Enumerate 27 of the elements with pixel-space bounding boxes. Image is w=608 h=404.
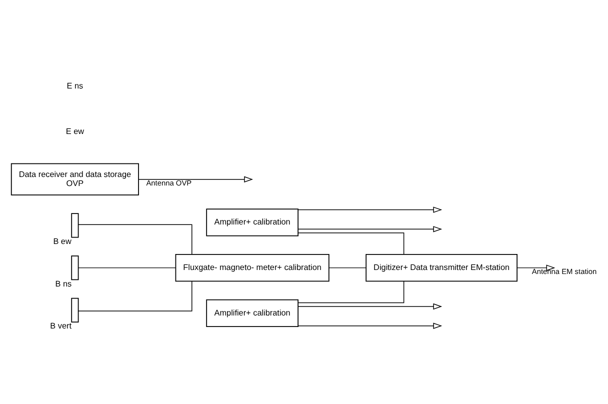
node-box: Amplifier+ calibration [206,299,298,327]
node-box: Data receiver and data storage OVP [10,163,139,196]
connector [298,280,404,304]
arrow [516,264,556,271]
node-label: B ew [53,236,72,246]
arrow [298,303,442,310]
node-label: B ns [55,279,72,288]
arrow [298,206,442,213]
node-box: Digitizer+ Data transmitter EM-station [366,254,518,282]
node-bar [71,213,79,238]
label: E ns [66,81,84,90]
edge-label: Antenna OVP [146,178,192,188]
node-label: B vert [50,322,72,331]
connector [78,224,192,255]
node-bar [71,298,79,323]
connector [298,232,404,255]
arrow [298,322,442,329]
arrow [138,176,254,182]
edge-label: Antenna EM station [532,266,597,276]
connector [78,280,192,312]
node-bar [71,255,79,280]
node-box: Amplifier+ calibration [206,208,298,236]
label: E ew [66,126,84,136]
connector [78,267,176,268]
arrow [298,226,442,232]
node-box: Fluxgate- magneto- meter+ calibration [175,254,330,282]
connector [328,267,366,268]
